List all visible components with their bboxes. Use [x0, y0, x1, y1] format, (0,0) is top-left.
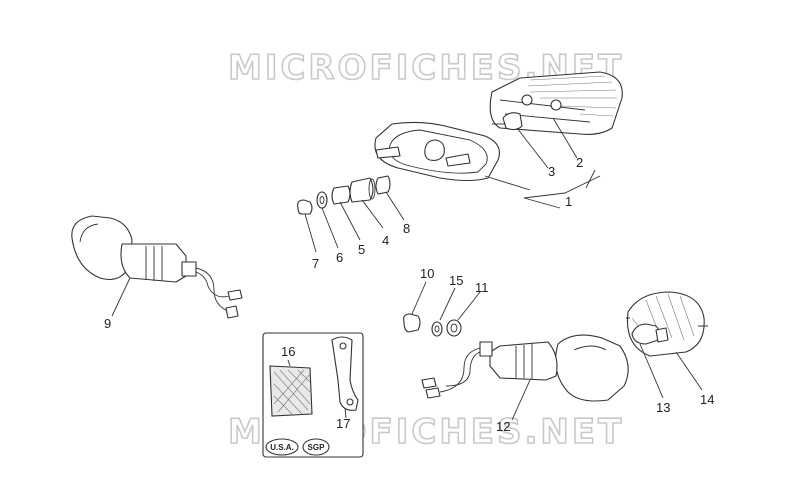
callout-9: 9: [104, 316, 111, 331]
callout-5: 5: [358, 242, 365, 257]
callout-labels: 1 2 3 4 5 6 7 8 9 10 11 12 13 14 15 16 1…: [104, 155, 714, 434]
badge-sgp: SGP: [308, 443, 326, 452]
hardware-row-lower: [403, 281, 481, 337]
callout-17: 17: [336, 416, 350, 431]
callout-13: 13: [656, 400, 670, 415]
callout-14: 14: [700, 392, 714, 407]
callout-12: 12: [496, 419, 510, 434]
callout-4: 4: [382, 233, 389, 248]
hardware-row-upper: [297, 175, 405, 253]
right-turn-signal: [421, 334, 629, 421]
callout-16: 16: [281, 344, 295, 359]
callout-10: 10: [420, 266, 434, 281]
callout-1: 1: [565, 194, 572, 209]
callout-8: 8: [403, 221, 410, 236]
callout-6: 6: [336, 250, 343, 265]
reflector-box: U.S.A. SGP: [262, 332, 364, 458]
tail-light-assembly: [374, 71, 623, 209]
badge-usa: U.S.A.: [270, 443, 294, 452]
callout-11: 11: [475, 280, 489, 295]
callout-3: 3: [548, 164, 555, 179]
callout-7: 7: [312, 256, 319, 271]
callout-2: 2: [576, 155, 583, 170]
turn-signal-lens-bulb: [626, 291, 708, 399]
callout-15: 15: [449, 273, 463, 288]
left-turn-signal: [71, 215, 243, 319]
